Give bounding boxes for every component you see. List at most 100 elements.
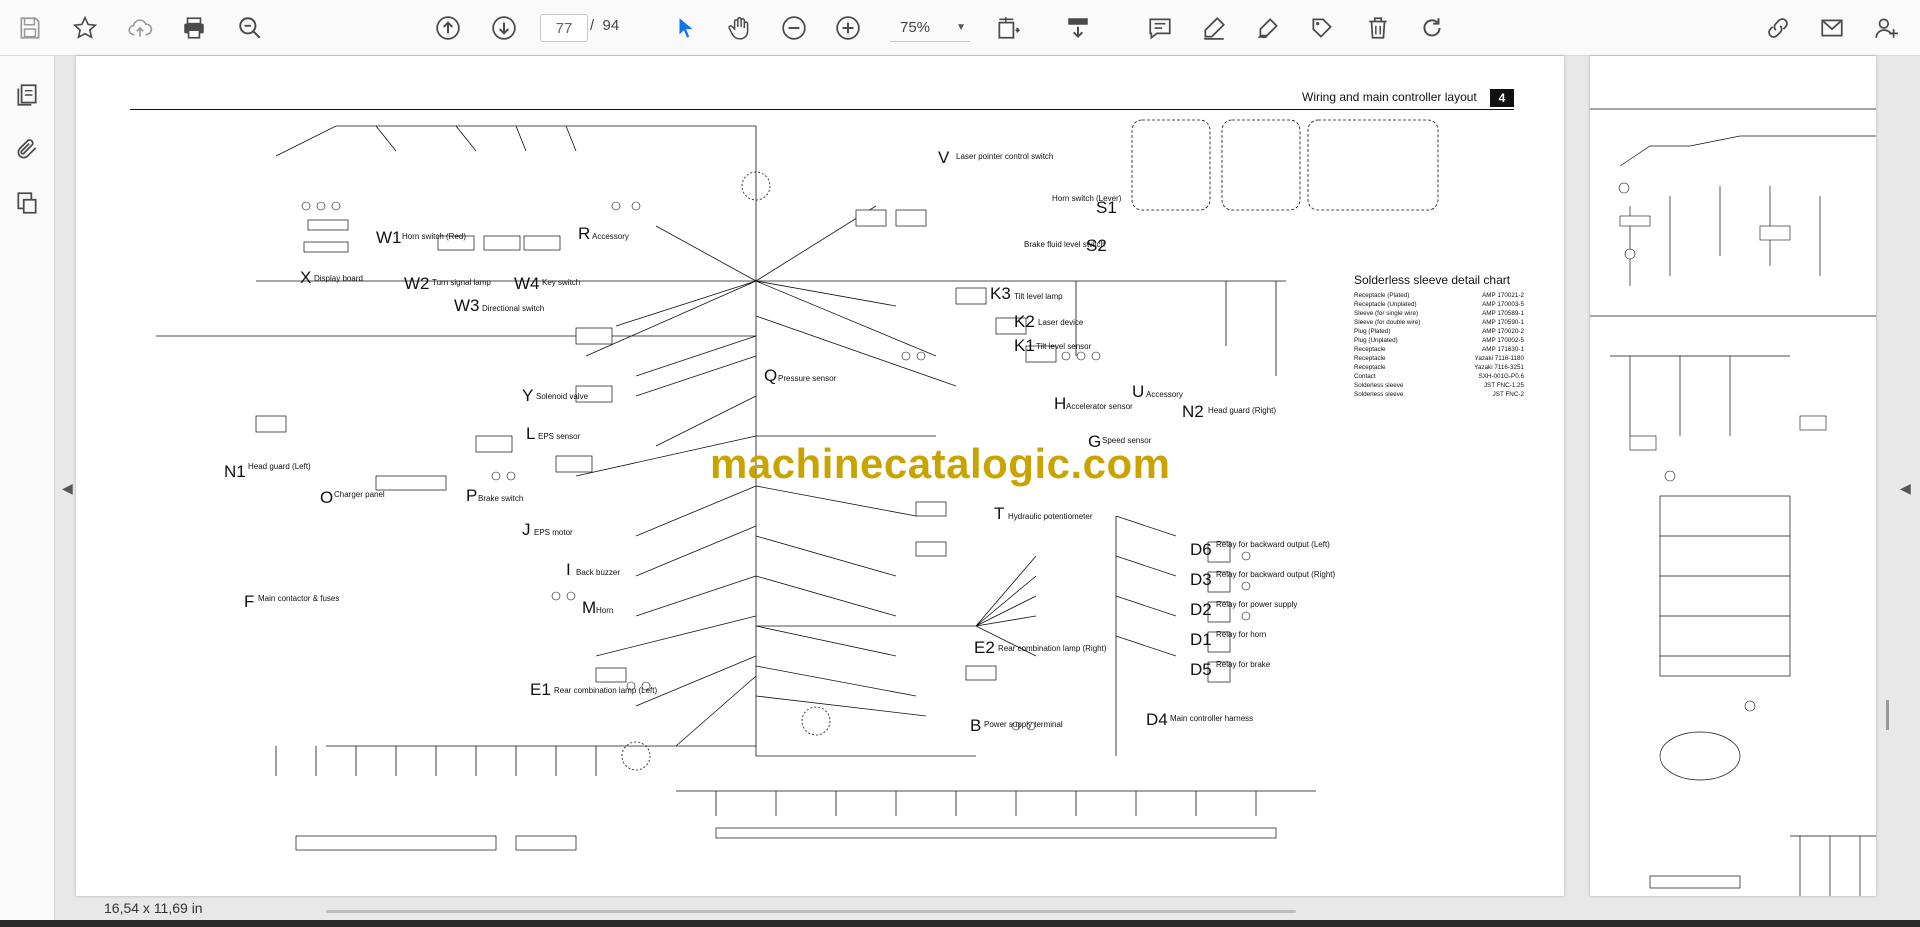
vertical-scrollbar[interactable]	[1886, 700, 1889, 730]
component-label-M: M	[582, 598, 597, 617]
zoom-level-select[interactable]: 75%▼	[890, 14, 970, 42]
component-desc-W3: Directional switch	[482, 304, 545, 313]
component-desc-B: Power supply terminal	[984, 720, 1063, 729]
component-desc-U: Accessory	[1146, 390, 1183, 399]
zoom-in-icon[interactable]	[830, 10, 866, 46]
component-label-O: O	[320, 488, 334, 507]
hand-pan-icon[interactable]	[722, 10, 758, 46]
component-label-W2: W2	[404, 274, 430, 293]
component-desc-O: Charger panel	[334, 490, 385, 499]
page-header-number: 4	[1490, 89, 1514, 107]
component-desc-M: Horn	[596, 606, 614, 615]
page-count: / 94	[590, 17, 619, 34]
page-total: 94	[602, 17, 620, 34]
notes-row: Receptacle (Unplated)AMP 170003-5	[1354, 301, 1524, 308]
component-label-V: V	[938, 148, 950, 167]
component-desc-L: EPS sensor	[538, 432, 581, 441]
component-desc-K1: Tilt level sensor	[1036, 342, 1092, 351]
bookmark-star-icon[interactable]	[67, 10, 103, 46]
component-label-H: H	[1054, 394, 1067, 413]
document-page-next	[1590, 56, 1876, 896]
stamp-sign-icon[interactable]	[1304, 10, 1340, 46]
component-label-N1: N1	[224, 462, 246, 481]
zoom-out-icon[interactable]	[776, 10, 812, 46]
status-bar: 16,54 x 11,69 in	[76, 896, 1576, 920]
component-desc-P: Brake switch	[478, 494, 524, 503]
fit-page-icon[interactable]	[990, 10, 1026, 46]
draw-freehand-icon[interactable]	[1250, 10, 1286, 46]
component-label-W1: W1	[376, 228, 402, 247]
page-thumbnails-icon[interactable]	[10, 78, 44, 112]
component-label-K2: K2	[1014, 312, 1035, 331]
component-label-S1: S1	[1096, 198, 1117, 217]
next-page-diagram	[1590, 108, 1876, 896]
delete-trash-icon[interactable]	[1360, 10, 1396, 46]
component-desc-G: Speed sensor	[1102, 436, 1152, 445]
component-label-T: T	[994, 504, 1005, 523]
notes-row: Sleeve (for double wire)AMP 170590-1	[1354, 319, 1524, 326]
component-desc-I: Back buzzer	[576, 568, 621, 577]
page-dimensions: 16,54 x 11,69 in	[104, 900, 203, 916]
component-desc-E1: Rear combination lamp (Left)	[554, 686, 658, 695]
zoom-search-icon[interactable]	[232, 10, 268, 46]
wiring-diagram	[156, 119, 1439, 851]
solderless-sleeve-title: Solderless sleeve detail chart	[1354, 273, 1511, 287]
component-desc-N1: Head guard (Left)	[248, 462, 311, 471]
left-rail	[0, 56, 55, 927]
page-number-input[interactable]: 77	[540, 14, 588, 42]
component-desc-D4: Main controller harness	[1170, 714, 1254, 723]
component-desc-S2: Brake fluid level switch	[1024, 240, 1105, 249]
print-icon[interactable]	[176, 10, 212, 46]
component-desc-N2: Head guard (Right)	[1208, 406, 1277, 415]
comment-icon[interactable]	[1142, 10, 1178, 46]
component-desc-D6: Relay for backward output (Left)	[1216, 540, 1330, 549]
highlight-pen-icon[interactable]	[1196, 10, 1232, 46]
link-edit-icon[interactable]	[1760, 10, 1796, 46]
notes-row: Receptacle (Plated)AMP 170021-2	[1354, 292, 1524, 299]
component-label-U: U	[1132, 382, 1145, 401]
component-label-Q: Q	[764, 366, 778, 385]
component-desc-D1: Relay for horn	[1216, 630, 1267, 639]
component-desc-H: Accelerator sensor	[1066, 402, 1133, 411]
save-icon[interactable]	[12, 10, 48, 46]
component-desc-R: Accessory	[592, 232, 629, 241]
component-desc-V: Laser pointer control switch	[956, 152, 1054, 161]
component-label-P: P	[466, 486, 478, 505]
select-cursor-icon[interactable]	[668, 10, 704, 46]
page-up-icon[interactable]	[430, 10, 466, 46]
component-label-W4: W4	[514, 274, 540, 293]
component-label-W3: W3	[454, 296, 480, 315]
component-desc-Y: Solenoid valve	[536, 392, 589, 401]
scroll-mode-icon[interactable]	[1060, 10, 1096, 46]
email-icon[interactable]	[1814, 10, 1850, 46]
component-label-R: R	[578, 224, 591, 243]
share-user-icon[interactable]	[1868, 10, 1904, 46]
component-label-S2: S2	[1086, 236, 1107, 255]
component-label-D4: D4	[1146, 710, 1168, 729]
component-label-G: G	[1088, 432, 1102, 451]
component-desc-W1: Horn switch (Red)	[402, 232, 467, 241]
redo-icon[interactable]	[1414, 10, 1450, 46]
component-label-K1: K1	[1014, 336, 1035, 355]
chevron-down-icon: ▼	[956, 22, 966, 33]
component-label-J: J	[522, 520, 531, 539]
prev-page-arrow-icon[interactable]: ◀	[62, 480, 73, 496]
component-label-X: X	[300, 268, 312, 287]
watermark-text: machinecatalogic.com	[710, 440, 1171, 487]
cloud-upload-icon[interactable]	[122, 10, 158, 46]
notes-row: Plug (Plated)AMP 170020-2	[1354, 328, 1524, 335]
horizontal-scrollbar[interactable]	[326, 910, 1296, 913]
page-separator: /	[590, 17, 595, 34]
page-down-icon[interactable]	[486, 10, 522, 46]
component-desc-D2: Relay for power supply	[1216, 600, 1298, 609]
attachment-icon[interactable]	[10, 132, 44, 166]
next-page-arrow-icon[interactable]: ◀	[1900, 480, 1911, 496]
layers-icon[interactable]	[10, 186, 44, 220]
component-label-L: L	[526, 424, 536, 443]
